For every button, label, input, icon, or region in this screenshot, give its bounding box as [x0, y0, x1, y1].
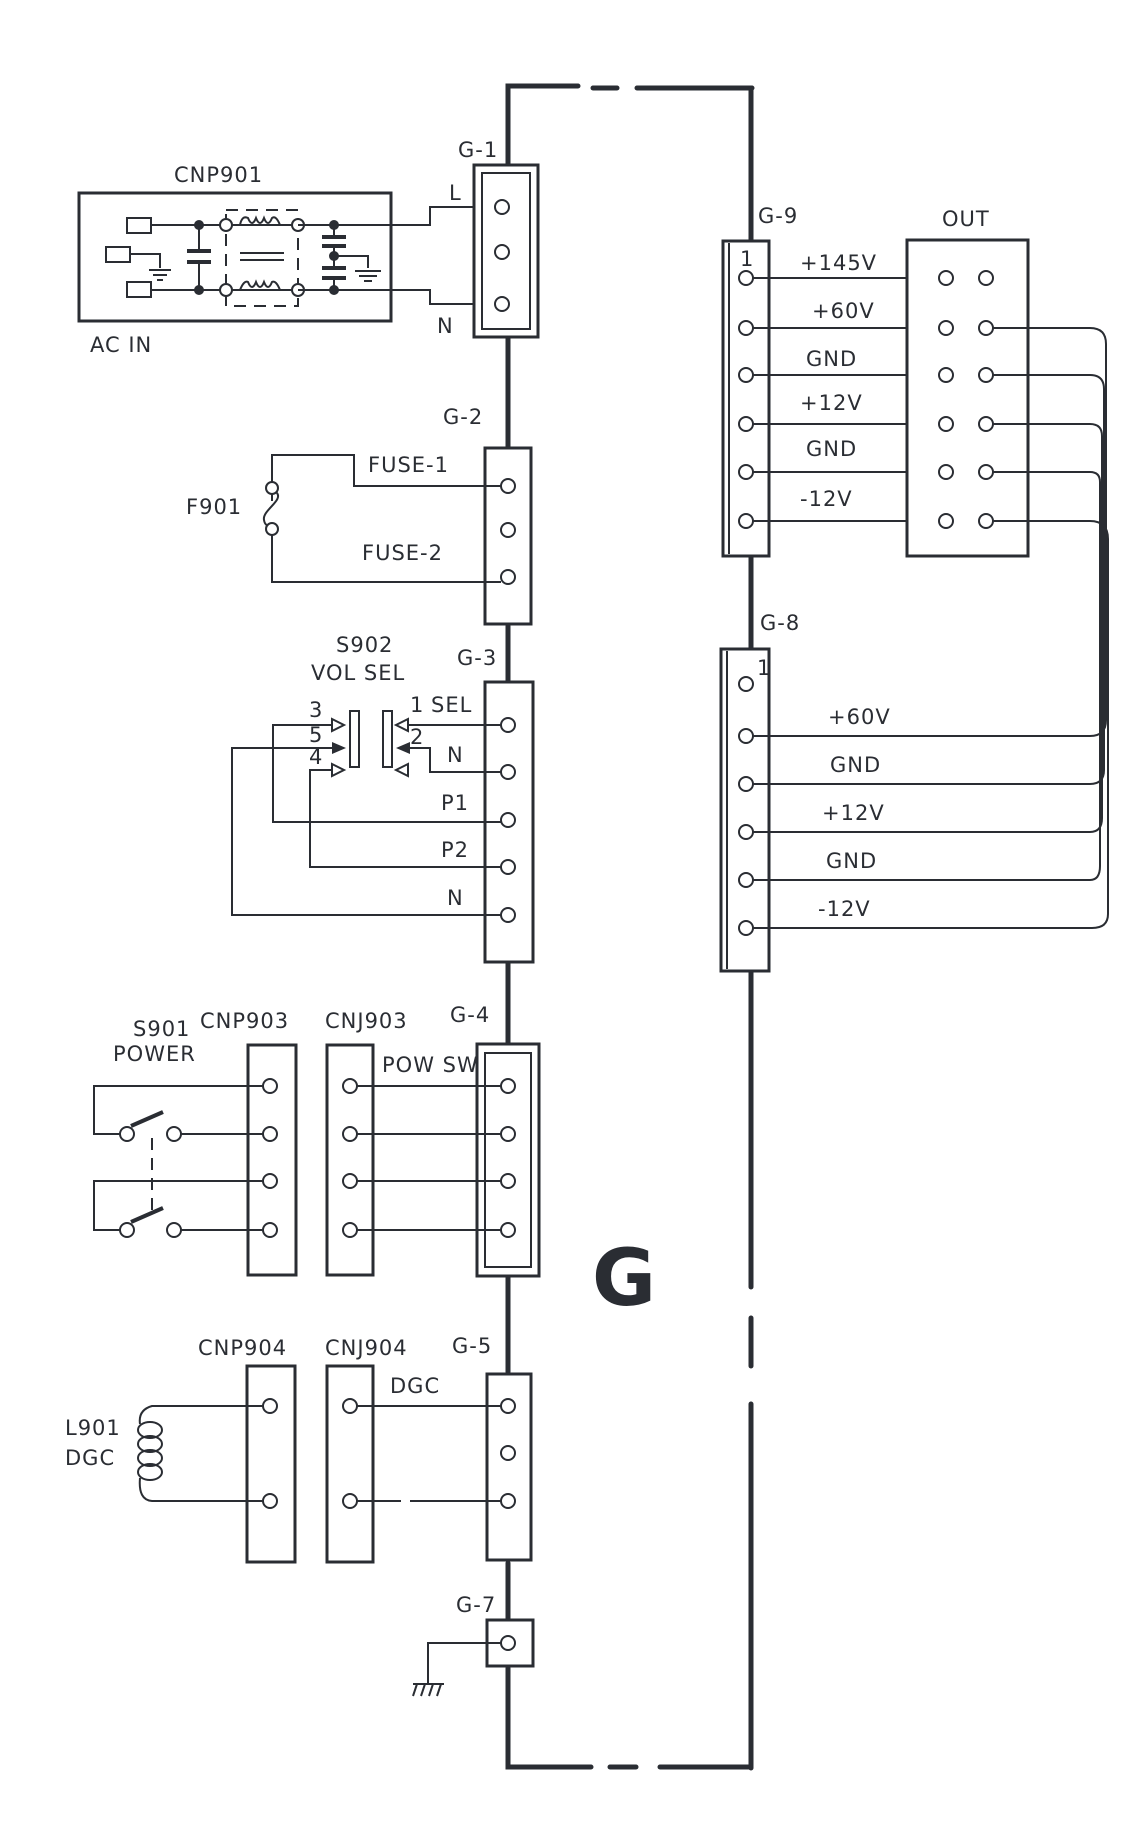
cnj903-label: CNJ903 [325, 1009, 408, 1033]
cnp904-label: CNP904 [198, 1336, 287, 1360]
g9-pin-60v: +60V [812, 299, 875, 323]
g9-pin-gnd2: GND [806, 437, 857, 461]
line-filter-icon [219, 209, 305, 307]
g3-pin-n2: N [447, 886, 464, 910]
g8-label: G-8 [760, 611, 800, 635]
switch-s902: S902 VOL SEL 3 5 4 1 2 [231, 633, 501, 916]
connector-cnp904: CNP904 [198, 1336, 297, 1564]
g3-label: G-3 [457, 646, 497, 670]
connector-g8: G-8 1 +60V GND +12V GND -12V [719, 611, 891, 973]
g8-pin-neg12v: -12V [818, 897, 871, 921]
connector-g7: G-7 [412, 1593, 535, 1697]
g3-pin-p1: P1 [441, 791, 469, 815]
switch-s901: S901 POWER [93, 1017, 263, 1238]
g9-label: G-9 [758, 204, 798, 228]
s901-ref: S901 [133, 1017, 190, 1041]
l901-ref: L901 [65, 1416, 121, 1440]
g7-label: G-7 [456, 1593, 496, 1617]
cnj904-label: CNJ904 [325, 1336, 408, 1360]
g2-label: G-2 [443, 405, 483, 429]
g3-pin-n: N [447, 743, 464, 767]
g3-pin-sel: SEL [431, 693, 472, 717]
g2-pin-fuse1: FUSE-1 [368, 453, 449, 477]
plug-pin-icon [126, 217, 152, 234]
s902-ref: S902 [336, 633, 393, 657]
fuse-icon [262, 481, 279, 536]
inductor-icon [137, 1405, 263, 1502]
connector-g4: G-4 POW SW [382, 1003, 541, 1278]
capacitor-icon [187, 220, 211, 295]
out-connector: OUT [769, 207, 1109, 929]
power-switch-icon [119, 1110, 182, 1238]
g9-pin-gnd1: GND [806, 347, 857, 371]
s902-pin-2: 2 [410, 725, 424, 749]
g9-pin-neg12v: -12V [800, 487, 853, 511]
g1-pin-3 [494, 296, 510, 312]
g1-label: G-1 [458, 138, 498, 162]
g5-pin-dgc: DGC [390, 1374, 440, 1398]
slide-switch-icon [331, 710, 410, 778]
connector-cnj903: CNJ903 [325, 1009, 501, 1277]
g8-pin-12v: +12V [822, 801, 885, 825]
g8-pin-60v: +60V [828, 705, 891, 729]
g8-pin-gnd1: GND [830, 753, 881, 777]
s902-pin-5: 5 [309, 723, 323, 747]
cnp901-block: CNP901 AC IN [77, 163, 502, 357]
chassis-ground-icon [412, 1683, 444, 1697]
g9-pin-12v: +12V [800, 391, 863, 415]
fuse-f901: F901 [186, 454, 501, 583]
fuse-label: F901 [186, 495, 242, 519]
g8-pin-gnd2: GND [826, 849, 877, 873]
board-label: G [592, 1234, 656, 1324]
board-outline [505, 83, 755, 1771]
g3-pin-p2: P2 [441, 838, 469, 862]
g1-pin-l: L [449, 181, 462, 205]
l901-label: DGC [65, 1446, 115, 1470]
connector-cnp903: CNP903 [200, 1009, 298, 1277]
g4-pin-powsw: POW SW [382, 1053, 479, 1077]
connector-g2: G-2 FUSE-1 FUSE-2 [362, 405, 533, 626]
g1-pin-1 [494, 199, 510, 215]
g8-pin1-mark: 1 [757, 656, 771, 680]
s902-label: VOL SEL [311, 661, 405, 685]
plug-pin-icon [105, 246, 131, 263]
s901-label: POWER [113, 1042, 196, 1066]
s902-pin-4: 4 [309, 745, 323, 769]
ac-in-label: AC IN [90, 333, 152, 357]
s902-pin-1: 1 [410, 693, 424, 717]
s902-pin-3: 3 [309, 698, 323, 722]
g9-pin1-mark: 1 [740, 247, 754, 271]
cnp901-label: CNP901 [174, 163, 263, 187]
g1-pin-n: N [437, 314, 454, 338]
cnp903-label: CNP903 [200, 1009, 289, 1033]
connector-g9: G-9 1 +145V +60V GND +12V GND -12V [721, 204, 939, 558]
g9-pin-145v: +145V [800, 251, 877, 275]
g1-pin-2 [494, 244, 510, 260]
g4-label: G-4 [450, 1003, 490, 1027]
connector-cnj904: CNJ904 [325, 1336, 501, 1564]
coil-l901: L901 DGC [65, 1405, 263, 1502]
ground-icon [149, 269, 171, 281]
g5-label: G-5 [452, 1334, 492, 1358]
out-label: OUT [942, 207, 990, 231]
g2-pin-fuse2: FUSE-2 [362, 541, 443, 565]
connector-g1: G-1 L N [437, 138, 540, 339]
plug-pin-icon [126, 281, 152, 298]
